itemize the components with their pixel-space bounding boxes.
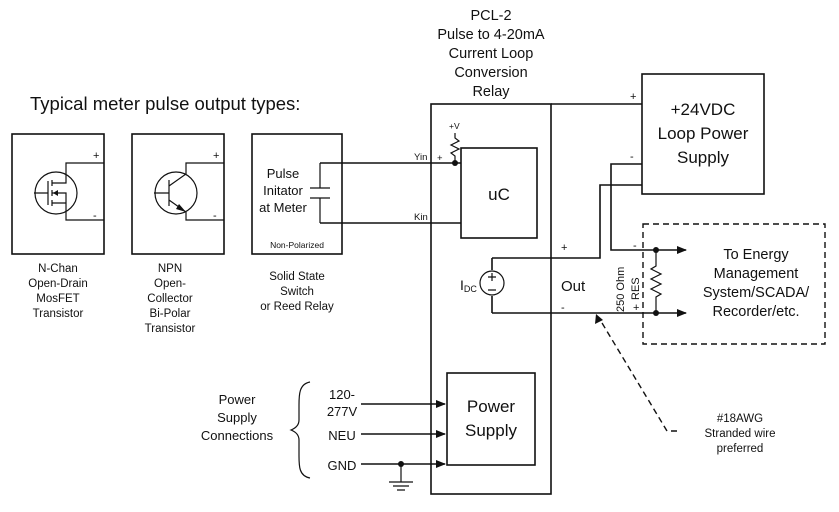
wire-note: #18AWG Stranded wire preferred: [705, 413, 776, 455]
loop-supply-minus-wire: [610, 163, 687, 254]
caption-line: MosFET: [36, 293, 79, 305]
plus-sign: +: [93, 150, 99, 162]
kin-label: Kin: [414, 212, 428, 223]
caption-line: Solid State: [269, 271, 325, 283]
pulse-label-line: Initator: [263, 183, 303, 198]
caption-line: N-Chan: [38, 263, 78, 275]
input-label: 120-: [329, 387, 355, 402]
plus-v-label: +V: [449, 121, 460, 131]
npn-caption: NPN Open- Collector Bi-Polar Transistor: [145, 263, 196, 335]
uc-label: uC: [488, 185, 510, 204]
energy-label-line: System/SCADA/: [703, 285, 810, 301]
input-label: 277V: [327, 404, 358, 419]
power-supply-box: [446, 372, 536, 466]
npn-box: + -: [131, 133, 225, 255]
loop-supply-line: Supply: [677, 148, 729, 167]
energy-label-line: To Energy: [723, 247, 789, 263]
caption-line: Transistor: [33, 308, 84, 320]
relay-title-line: Current Loop: [449, 46, 534, 62]
power-conn-line: Connections: [201, 428, 274, 443]
power-supply-label: Power Supply: [465, 397, 517, 440]
pulse-label-line: at Meter: [259, 200, 307, 215]
energy-management-box: [642, 223, 826, 345]
wire-note-line: #18AWG: [717, 413, 763, 425]
yin-label: Yin: [414, 152, 427, 163]
caption-line: Switch: [280, 286, 314, 298]
wire-note-line: Stranded wire: [705, 428, 776, 440]
minus-sign: -: [93, 210, 97, 222]
idc-main: I: [460, 277, 464, 293]
plus-sign: +: [633, 302, 639, 314]
wire-note-line: preferred: [717, 443, 764, 455]
sense-resistor: [649, 247, 663, 316]
pullup-resistor-symbol: [449, 133, 461, 163]
power-conn-line: Power: [219, 392, 257, 407]
wire-note-leader: [598, 317, 677, 432]
energy-label-line: Management: [714, 266, 799, 282]
minus-sign: -: [630, 151, 634, 163]
caption-line: Collector: [147, 293, 193, 305]
relay-title-line: Relay: [472, 84, 510, 100]
power-conn-line: Supply: [217, 410, 257, 425]
loop-supply-line: +24VDC: [671, 100, 736, 119]
ground-symbol: [389, 461, 413, 491]
resistor-value-label: 250 Ohm: [615, 267, 627, 312]
mosfet-caption: N-Chan Open-Drain MosFET Transistor: [28, 263, 87, 320]
resistor-symbol: [649, 250, 663, 313]
energy-management-label: To Energy Management System/SCADA/ Recor…: [703, 247, 810, 320]
energy-label-line: Recorder/etc.: [712, 304, 799, 320]
caption-line: Transistor: [145, 323, 196, 335]
capacitor-symbol: [310, 163, 330, 223]
caption-line: NPN: [158, 263, 182, 275]
caption-line: Open-: [154, 278, 186, 290]
pulse-wires: [320, 133, 461, 224]
power-supply-line: Supply: [465, 421, 517, 440]
power-supply-line: Power: [467, 397, 516, 416]
current-source-symbol: [479, 270, 505, 296]
minus-sign: -: [633, 240, 637, 252]
idc-sub: DC: [464, 284, 477, 294]
loop-supply-line: Loop Power: [658, 124, 749, 143]
relay-title-line: Conversion: [454, 65, 527, 81]
pulse-label-line: Pulse: [267, 166, 300, 181]
loop-power-supply-box: [641, 73, 765, 195]
relay-title: PCL-2 Pulse to 4-20mA Current Loop Conve…: [437, 8, 545, 100]
relay-title-line: Pulse to 4-20mA: [437, 27, 545, 43]
out-label: Out: [561, 278, 586, 295]
caption-line: Open-Drain: [28, 278, 87, 290]
minus-sign: -: [213, 210, 217, 222]
relay-title-line: PCL-2: [470, 8, 511, 24]
mosfet-box: + -: [11, 133, 105, 255]
heading: Typical meter pulse output types:: [30, 93, 300, 114]
uc-box: [460, 147, 538, 239]
power-input-labels: 120- 277V NEU GND: [327, 387, 358, 473]
pulse-caption: Solid State Switch or Reed Relay: [260, 271, 334, 313]
plus-sign: +: [630, 91, 636, 103]
input-label: GND: [328, 458, 357, 473]
minus-sign: -: [561, 302, 565, 314]
plus-sign: +: [437, 153, 443, 164]
idc-label: IDC: [460, 277, 477, 294]
caption-line: Bi-Polar: [150, 308, 191, 320]
pulse-box: Pulse Initator at Meter Non-Polarized: [251, 133, 343, 255]
plus-sign: +: [213, 150, 219, 162]
power-connections-brace: [289, 381, 311, 479]
plus-sign: +: [561, 242, 567, 254]
resistor-res-label: RES: [630, 277, 642, 300]
loop-power-supply-label: +24VDC Loop Power Supply: [658, 100, 749, 167]
input-label: NEU: [328, 428, 355, 443]
power-connections-label: Power Supply Connections: [201, 392, 274, 443]
pulse-note: Non-Polarized: [270, 240, 324, 250]
caption-line: or Reed Relay: [260, 301, 334, 313]
